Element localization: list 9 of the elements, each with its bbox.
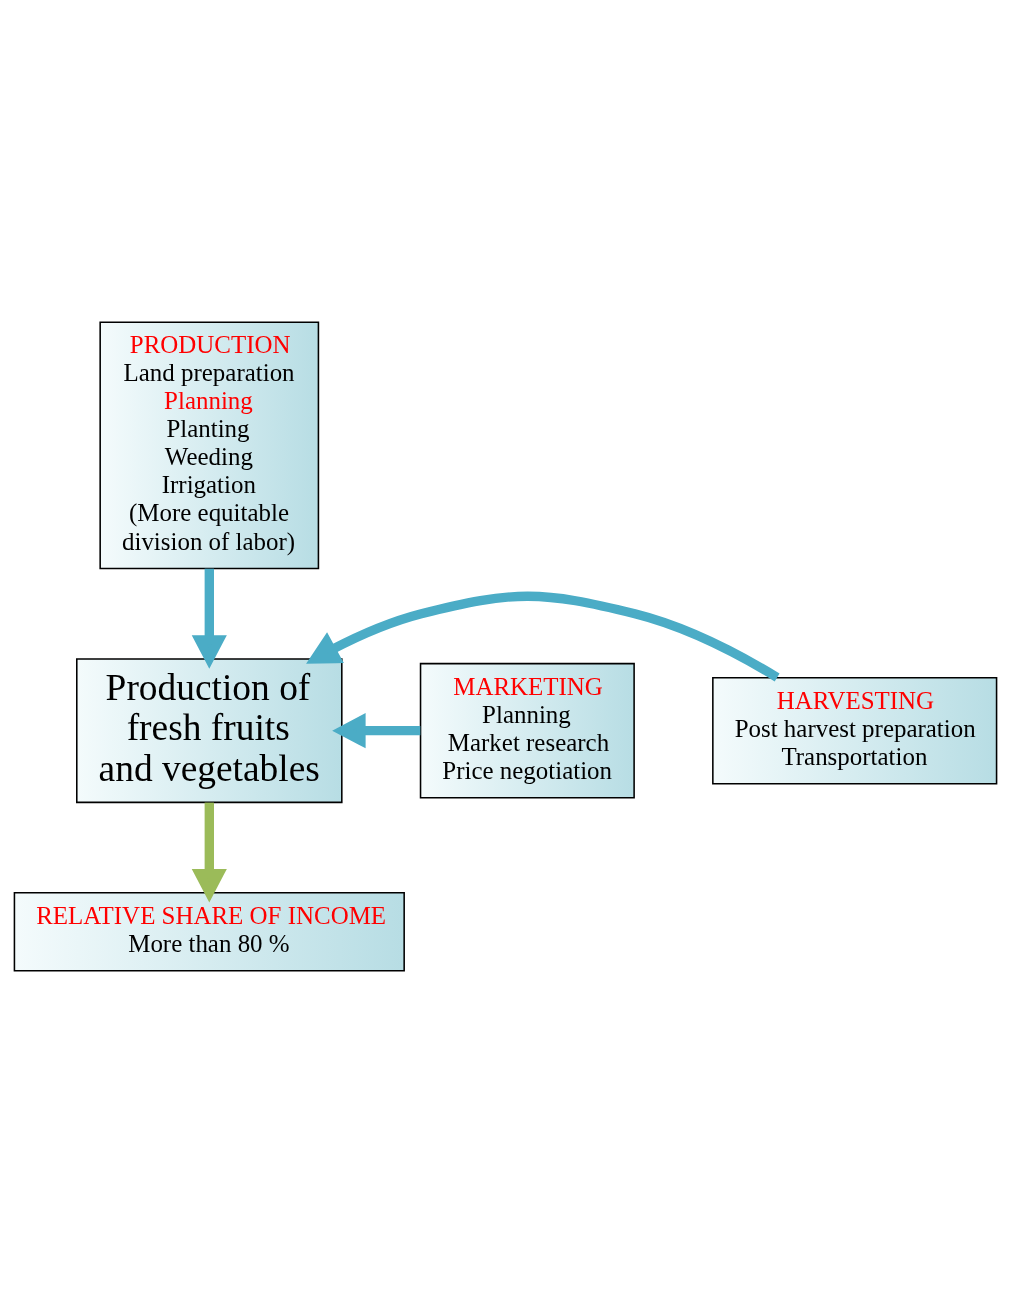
- arrow: [191, 802, 227, 902]
- node-box: Production of fresh fruits and vegetables: [76, 657, 343, 803]
- node-box: MARKETING Planning Market research Price negotiation: [419, 662, 635, 798]
- arrow: [332, 712, 421, 748]
- node-box: RELATIVE SHARE OF INCOME More than 80 %: [13, 891, 405, 972]
- node-box: PRODUCTION Land preparation Planning Planting Weeding Irrigation (More equitable division of labor): [99, 320, 320, 569]
- node-box: HARVESTING Post harvest preparation Transportation: [712, 676, 998, 784]
- arrow: [306, 591, 780, 681]
- arrow: [191, 568, 227, 669]
